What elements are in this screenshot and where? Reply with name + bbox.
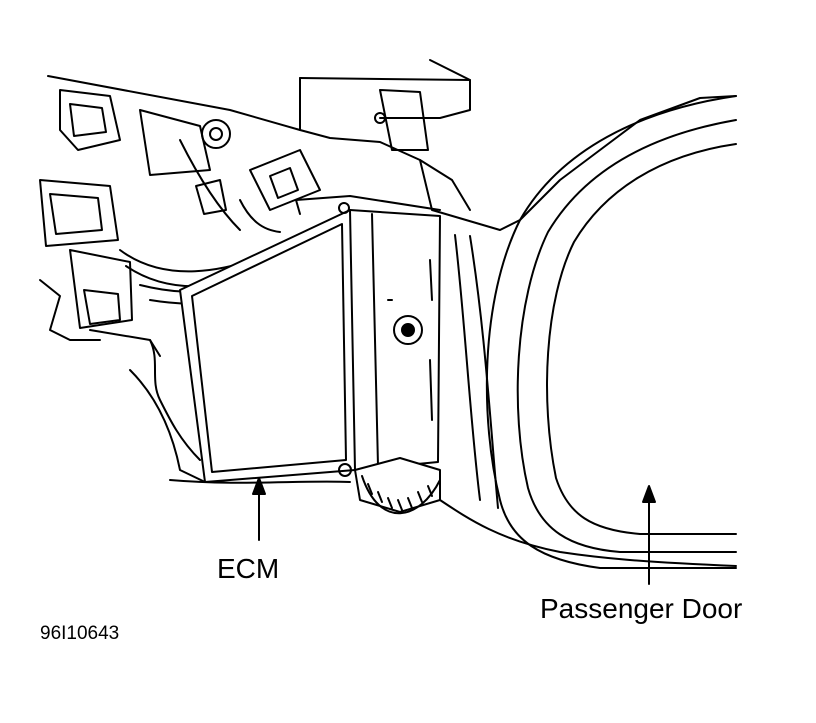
passenger-door-outline	[454, 95, 737, 569]
callout-arrows	[252, 477, 656, 585]
ecm-arrow-head	[252, 477, 266, 495]
passenger-door-label: Passenger Door	[540, 593, 743, 624]
ecm-label: ECM	[217, 553, 280, 584]
floor-edge	[129, 339, 737, 567]
figure-code-label: 96I10643	[40, 623, 120, 644]
door-arrow-head	[642, 485, 656, 503]
ecm-module	[179, 195, 441, 515]
dash-panel	[47, 59, 737, 231]
